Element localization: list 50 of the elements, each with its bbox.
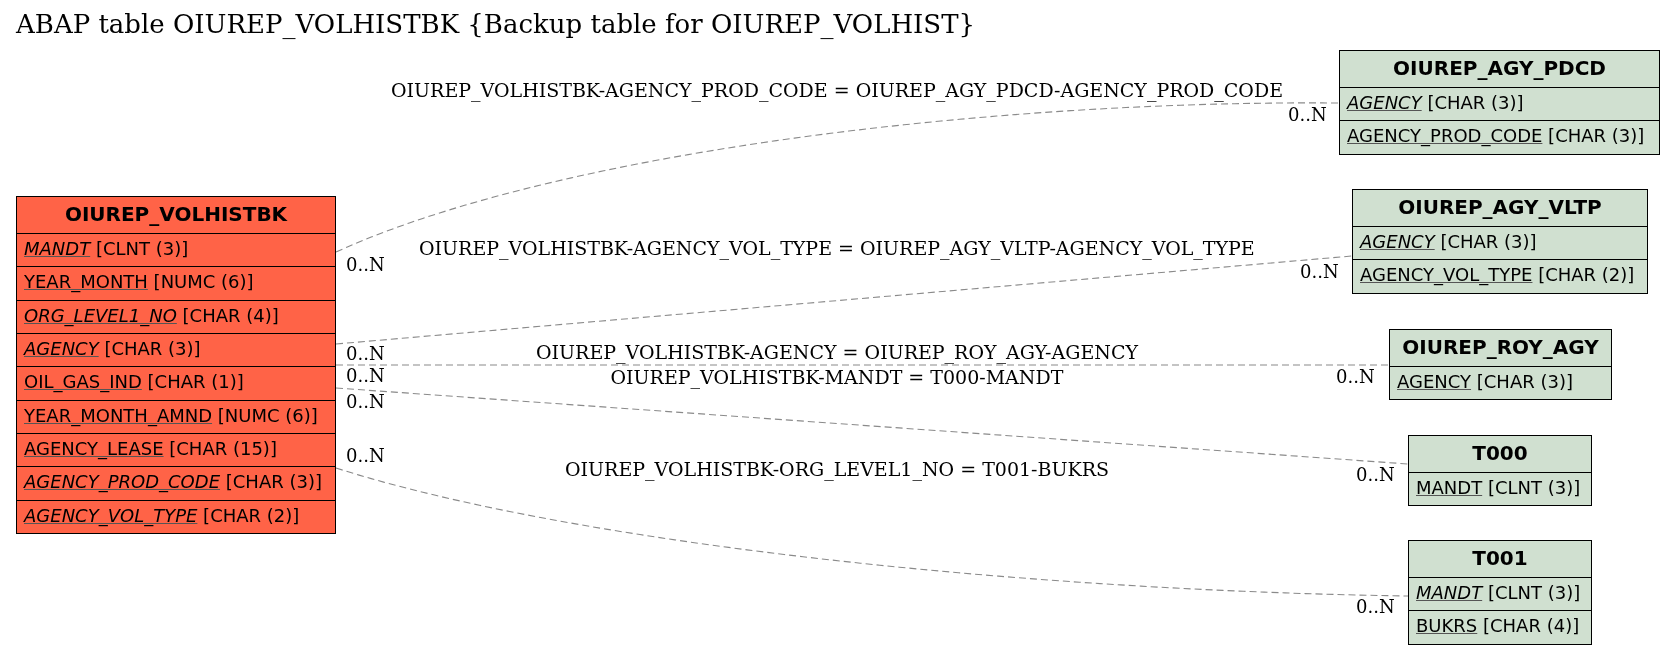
relationship-label: OIUREP_VOLHISTBK-AGENCY = OIUREP_ROY_AGY-AGENCY [536, 342, 1138, 362]
table-field: ORG_LEVEL1_NO [CHAR (4)] [17, 299, 335, 333]
entity-table [1408, 540, 1592, 645]
table-field: BUKRS [CHAR (4)] [1409, 610, 1591, 644]
relationship-line [335, 364, 1390, 366]
table-field: AGENCY [CHAR (3)] [1340, 87, 1659, 121]
table-name: OIUREP_AGY_VLTP [1397, 194, 1603, 221]
relationship-line [335, 102, 1340, 253]
table-field: MANDT [CLNT (3)] [17, 233, 335, 267]
relationship-label: OIUREP_VOLHISTBK-ORG_LEVEL1_NO = T001-BUKRS [565, 459, 1109, 479]
table-field: AGENCY_LEASE [CHAR (15)] [17, 432, 335, 467]
table-name: OIUREP_ROY_AGY [1401, 334, 1600, 361]
entity-table [1339, 50, 1660, 155]
relationship-label: OIUREP_VOLHISTBK-AGENCY_VOL_TYPE = OIUREP_AGY_VLTP-AGENCY_VOL_TYPE [419, 238, 1255, 258]
diagram-title: ABAP table OIUREP_VOLHISTBK {Backup table for OIUREP_VOLHIST} [16, 9, 976, 39]
cardinality-label: 0..N [346, 393, 385, 411]
table-field: AGENCY [CHAR (3)] [17, 333, 335, 367]
cardinality-label: 0..N [1356, 466, 1395, 484]
cardinality-label: 0..N [346, 367, 385, 385]
table-field: AGENCY [CHAR (3)] [1353, 226, 1647, 260]
table-field: OIL_GAS_IND [CHAR (1)] [17, 366, 335, 400]
relationship-label: OIUREP_VOLHISTBK-AGENCY_PROD_CODE = OIUREP_AGY_PDCD-AGENCY_PROD_CODE [391, 80, 1283, 100]
table-field: AGENCY_PROD_CODE [CHAR (3)] [17, 466, 335, 500]
entity-table [1408, 435, 1592, 507]
cardinality-label: 0..N [346, 256, 385, 274]
table-field: AGENCY_VOL_TYPE [CHAR (2)] [1353, 259, 1647, 293]
entity-table [16, 196, 336, 534]
table-field: YEAR_MONTH_AMND [NUMC (6)] [17, 399, 335, 433]
table-name: OIUREP_AGY_PDCD [1392, 55, 1607, 82]
table-name: T000 [1471, 440, 1529, 467]
relationship-line [335, 467, 1409, 597]
relationship-line [335, 255, 1353, 345]
table-field: MANDT [CLNT (3)] [1409, 472, 1591, 506]
relationship-line [335, 387, 1409, 465]
table-name: OIUREP_VOLHISTBK [63, 201, 289, 228]
cardinality-label: 0..N [346, 447, 385, 465]
table-field: AGENCY_PROD_CODE [CHAR (3)] [1340, 120, 1659, 154]
table-field: MANDT [CLNT (3)] [1409, 577, 1591, 611]
table-field: AGENCY_VOL_TYPE [CHAR (2)] [17, 499, 335, 533]
table-field: AGENCY [CHAR (3)] [1390, 366, 1611, 400]
cardinality-label: 0..N [1300, 263, 1339, 281]
cardinality-label: 0..N [346, 345, 385, 363]
table-name: T001 [1471, 545, 1529, 572]
entity-table [1389, 329, 1612, 401]
cardinality-label: 0..N [1288, 106, 1327, 124]
relationship-label: OIUREP_VOLHISTBK-MANDT = T000-MANDT [610, 367, 1064, 387]
cardinality-label: 0..N [1356, 598, 1395, 616]
cardinality-label: 0..N [1336, 368, 1375, 386]
table-field: YEAR_MONTH [NUMC (6)] [17, 266, 335, 300]
entity-table [1352, 189, 1648, 294]
